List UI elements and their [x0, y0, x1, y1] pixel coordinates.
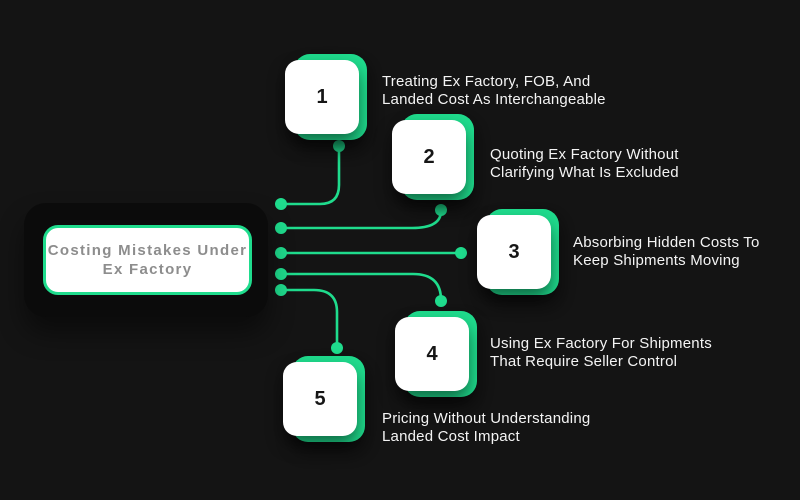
- step-card-4: 4: [395, 311, 477, 397]
- connector-dot-panel-1: [275, 198, 287, 210]
- step-number-5: 5: [314, 387, 326, 410]
- step-label-5-line-2: Landed Cost Impact: [382, 428, 520, 445]
- connector-line-2: [279, 209, 443, 230]
- connector-dot-panel-4: [275, 268, 287, 280]
- step-label-1-line-1: Treating Ex Factory, FOB, And: [382, 73, 591, 90]
- step-card-2: 2: [392, 114, 474, 200]
- connector-line-5: [279, 288, 339, 349]
- step-label-5: Pricing Without Understanding Landed Cos…: [382, 410, 590, 446]
- step-card-5-face: 5: [283, 362, 357, 436]
- connector-dot-panel-5: [275, 284, 287, 296]
- step-label-4-line-2: That Require Seller Control: [490, 353, 678, 370]
- page-title-line-2: Ex Factory: [102, 261, 193, 278]
- step-label-4-line-1: Using Ex Factory For Shipments: [490, 335, 712, 352]
- step-card-2-face: 2: [392, 120, 466, 194]
- title-card: Costing Mistakes Under Ex Factory: [43, 225, 252, 295]
- center-panel: Costing Mistakes Under Ex Factory: [24, 203, 268, 317]
- step-label-1-line-2: Landed Cost As Interchangeable: [382, 91, 606, 108]
- connector-dot-panel-3: [275, 247, 287, 259]
- step-number-3: 3: [508, 240, 520, 263]
- connector-dot-item-3: [455, 247, 467, 259]
- connector-dot-item-4: [435, 295, 447, 307]
- step-label-3-line-2: Keep Shipments Moving: [573, 252, 740, 269]
- step-label-2-line-2: Clarifying What Is Excluded: [490, 164, 679, 181]
- step-label-3: Absorbing Hidden Costs To Keep Shipments…: [573, 234, 760, 270]
- connector-dot-item-2: [435, 204, 447, 216]
- page-title-line-1: Costing Mistakes Under: [47, 242, 248, 259]
- connector-dot-item-5: [331, 342, 343, 354]
- step-card-3-face: 3: [477, 215, 551, 289]
- connector-line-4: [279, 272, 443, 302]
- step-label-2: Quoting Ex Factory Without Clarifying Wh…: [490, 146, 679, 182]
- step-card-5: 5: [283, 356, 365, 442]
- step-card-1: 1: [285, 54, 367, 140]
- step-card-4-face: 4: [395, 317, 469, 391]
- step-label-4: Using Ex Factory For Shipments That Requ…: [490, 335, 712, 371]
- step-label-5-line-1: Pricing Without Understanding: [382, 410, 591, 427]
- step-number-1: 1: [316, 85, 328, 108]
- step-number-2: 2: [423, 145, 435, 168]
- connector-dot-panel-2: [275, 222, 287, 234]
- step-card-3: 3: [477, 209, 559, 295]
- connector-dot-item-1: [333, 140, 345, 152]
- step-label-3-line-1: Absorbing Hidden Costs To: [573, 234, 760, 251]
- step-number-4: 4: [426, 342, 438, 365]
- connector-line-1: [279, 144, 341, 206]
- step-label-1: Treating Ex Factory, FOB, And Landed Cos…: [382, 73, 606, 109]
- step-card-1-face: 1: [285, 60, 359, 134]
- step-label-2-line-1: Quoting Ex Factory Without: [490, 146, 679, 163]
